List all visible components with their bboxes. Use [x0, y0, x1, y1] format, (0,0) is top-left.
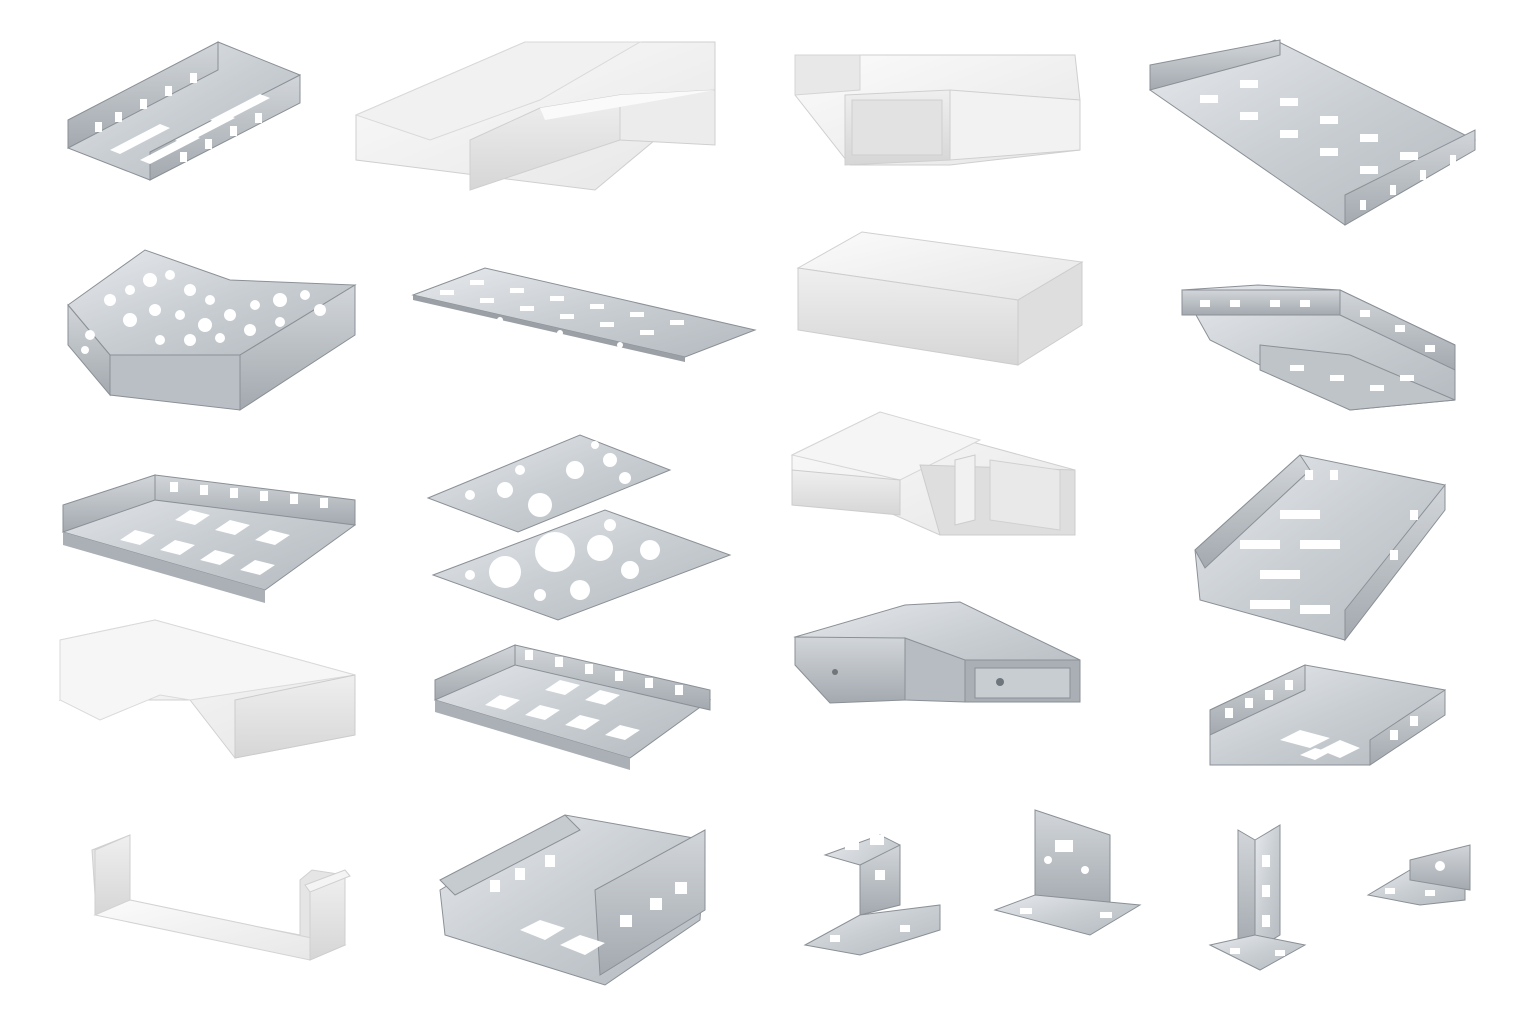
- perforated-cable-tray-medium: [433, 644, 712, 770]
- flat-elbow-solid-white: [354, 41, 716, 191]
- solid-flat-elbow: [793, 601, 1081, 704]
- angle-bracket: [993, 809, 1142, 936]
- perforated-flat-bend: [1181, 284, 1456, 411]
- perforated-cable-tray-wide: [1148, 39, 1477, 226]
- l-support-post: [1208, 824, 1307, 971]
- tray-reducer: [1209, 664, 1447, 766]
- closed-box-white: [796, 231, 1084, 366]
- vertical-bend-tray: [1194, 454, 1446, 642]
- pedestal-bracket: [803, 834, 941, 956]
- perforated-tee-cover: [67, 249, 357, 411]
- perforated-cable-tray: [66, 41, 302, 181]
- u-channel-white: [91, 834, 351, 961]
- perforated-cable-tray-short: [61, 474, 357, 603]
- tee-junction-solid-white: [794, 54, 1081, 166]
- slotted-cover-plate: [411, 267, 757, 362]
- open-elbow-white: [58, 619, 356, 759]
- heavy-duty-tray: [439, 814, 706, 986]
- elbow-with-divider-white: [790, 411, 1076, 536]
- round-hole-plates: [426, 434, 732, 621]
- small-clip-bracket: [1366, 844, 1471, 906]
